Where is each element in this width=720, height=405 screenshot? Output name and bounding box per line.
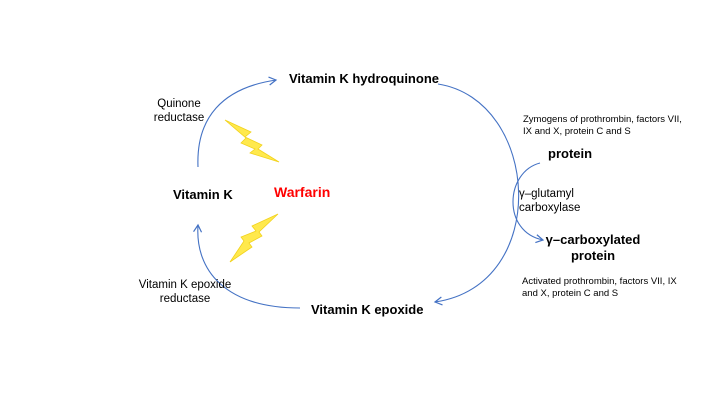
note-activated: Activated prothrombin, factors VII, IX a… (522, 276, 677, 300)
lightning-bolt-icon (229, 213, 279, 263)
arrow-protein-to-carboxylated (512, 162, 545, 244)
arrow-hydroquinone-to-epoxide (433, 83, 520, 306)
arrow-vitamink-to-hydroquinone (197, 76, 278, 168)
enzyme-glutamyl-carboxylase: γ–glutamyl carboxylase (519, 188, 581, 215)
node-protein: protein (548, 146, 593, 161)
node-vitamin-k-epoxide: Vitamin K epoxide (311, 302, 424, 317)
note-zymogens: Zymogens of prothrombin, factors VII, IX… (523, 114, 682, 138)
node-vitamin-k: Vitamin K (173, 187, 233, 202)
node-vitamin-k-hydroquinone: Vitamin K hydroquinone (289, 71, 439, 86)
node-carboxylated-protein: γ–carboxylated protein (545, 232, 641, 264)
enzyme-quinone-reductase: Quinone reductase (153, 98, 205, 125)
lightning-bolt-icon (224, 119, 280, 163)
enzyme-epoxide-reductase: Vitamin K epoxide reductase (138, 279, 232, 306)
arrow-epoxide-to-vitamink (193, 223, 301, 309)
inhibitor-warfarin: Warfarin (274, 184, 331, 200)
